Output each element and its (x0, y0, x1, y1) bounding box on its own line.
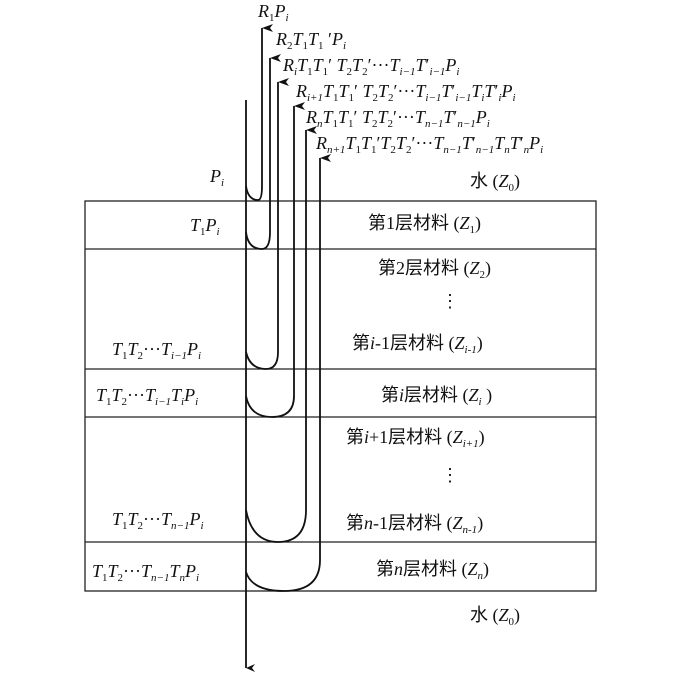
reflected-label-r1: R1Pi (258, 1, 289, 24)
layer-label-i+1: 第i+1层材料 (Zi+1) (346, 427, 485, 450)
layer-label-i: 第i层材料 (Zi ) (381, 385, 493, 408)
reflected-label-rn: RnT1T1′ T2T2′···Tn−1T′n−1Pi (306, 107, 490, 130)
layer-label-1: 第1层材料 (Z1) (368, 213, 482, 236)
layer-label-2: 第2层材料 (Z2) (378, 258, 492, 281)
transmitted-label-tn: T1T2···Tn−1TnPi (92, 561, 200, 584)
transmitted-label-ti-1: T1T2···Ti−1Pi (112, 339, 202, 362)
reflected-label-rn1: Rn+1T1T1′T2T2′···Tn−1T′n−1TnT′nPi (316, 133, 544, 156)
reflected-label-r2: R2T1T1 ′Pi (276, 29, 347, 52)
layer-label-n: 第n层材料 (Zn) (376, 559, 490, 582)
reflected-label-ri1: Ri+1T1T1′ T2T2′···Ti−1T′i−1TiT′iPi (296, 81, 516, 104)
water-label-top: 水 (Z0) (470, 171, 521, 194)
transmitted-label-t1: T1Pi (190, 215, 220, 238)
transmitted-label-ti: T1T2···Ti−1TiPi (96, 385, 199, 408)
layer-label-n-1: 第n-1层材料 (Zn-1) (346, 513, 484, 536)
water-label-bottom: 水 (Z0) (470, 605, 521, 628)
layer-box-frame (84, 200, 597, 592)
layer-label-i-1: 第i-1层材料 (Zi-1) (352, 333, 483, 356)
ellipsis-1: ⋮ (441, 291, 459, 311)
ellipsis-2: ⋮ (441, 465, 459, 485)
reflection-path-n1 (245, 154, 331, 592)
reflection-path-n (245, 126, 317, 543)
reflection-path-1 (245, 24, 273, 201)
reflection-path-2 (245, 54, 281, 250)
reflected-label-ri: RiT1T1′ T2T2′···Ti−1T′i−1Pi (283, 55, 460, 78)
transmitted-label-tn-1: T1T2···Tn−1Pi (112, 509, 204, 532)
reflection-path-i (245, 78, 289, 370)
reflection-path-i1 (245, 102, 305, 418)
incident-label: Pi (210, 166, 225, 189)
